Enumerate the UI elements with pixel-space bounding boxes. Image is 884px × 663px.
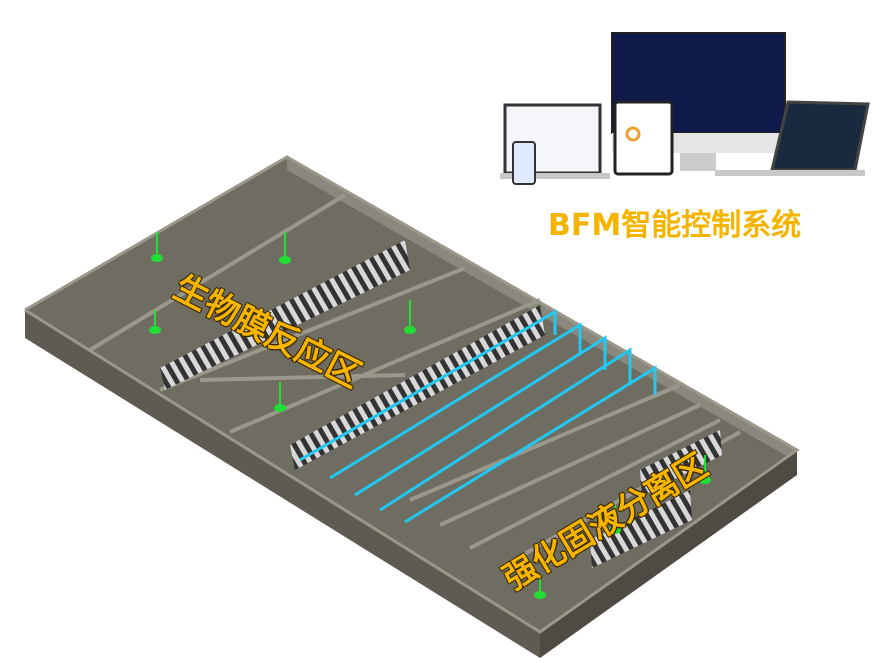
product-title: BFM智能控制系统 <box>548 208 802 243</box>
front-right-wall <box>540 450 797 658</box>
phone <box>512 141 536 185</box>
back-wall <box>287 157 797 462</box>
tablet <box>613 100 674 176</box>
front-left-wall <box>25 310 540 658</box>
sensor-posts <box>149 232 711 599</box>
laptop-right <box>770 100 870 172</box>
devices-image <box>500 32 870 185</box>
aeration-pipes <box>299 309 657 524</box>
